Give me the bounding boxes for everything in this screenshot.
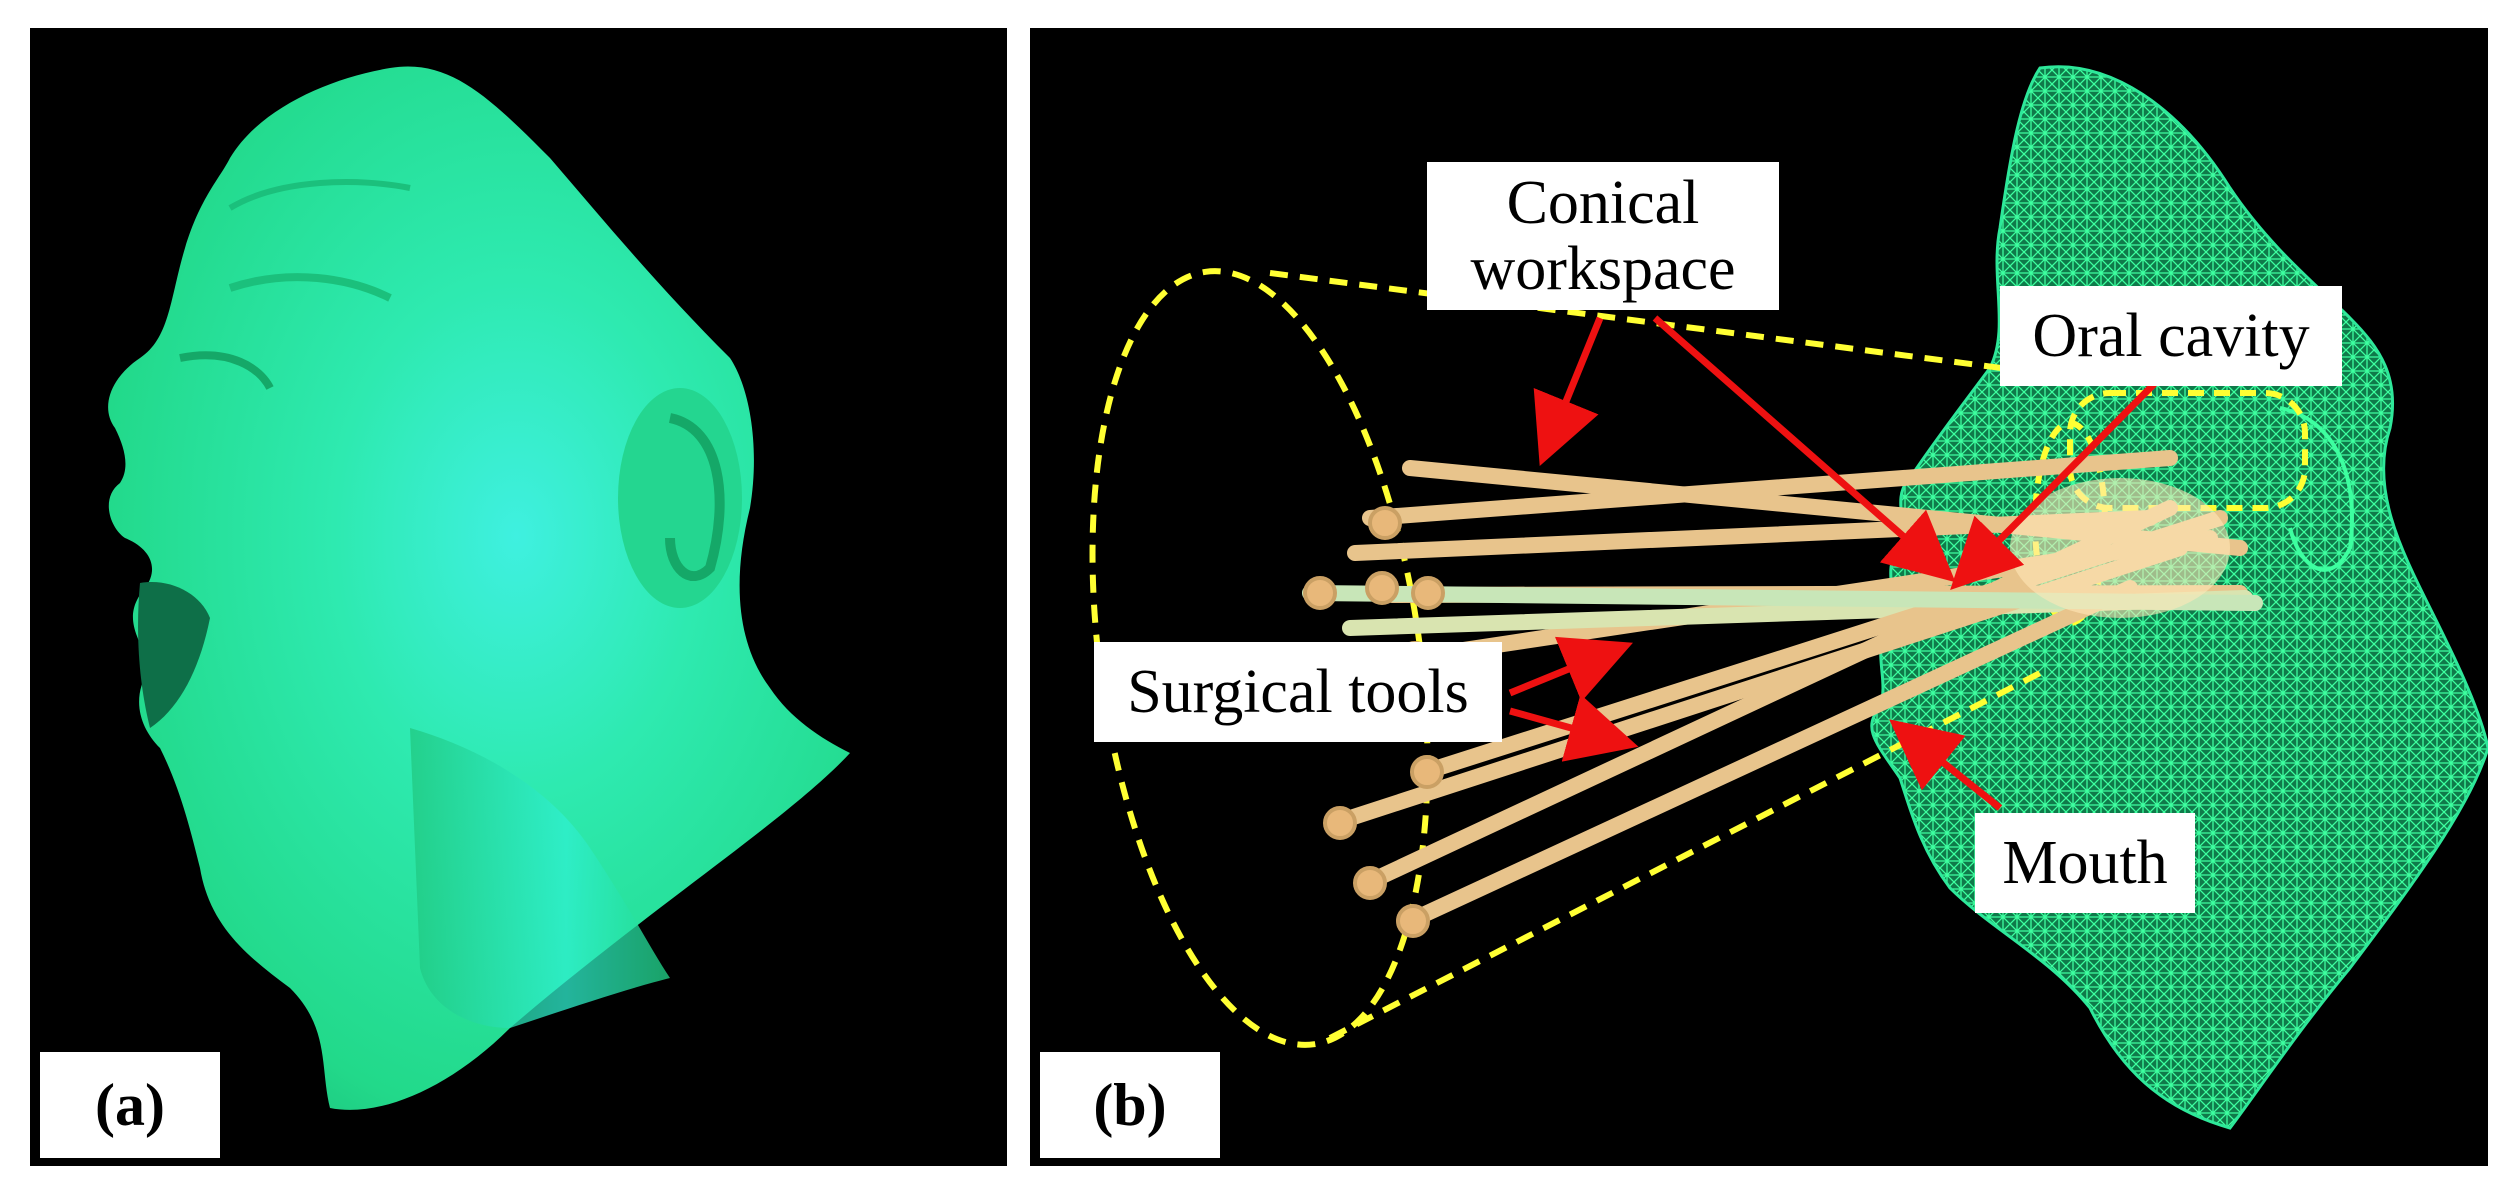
tool-shaft [1402,580,2138,929]
panel-b-label: (b) [1040,1052,1220,1158]
annotation-arrows [1508,315,2158,811]
mouth-text: Mouth [2002,829,2168,897]
arrow-to-oral-cavity [1950,380,2158,590]
conical-workspace-text: Conical workspace [1470,169,1736,303]
open-mouth [138,582,210,728]
panel-a-solid-face-model: (a) [30,28,1007,1166]
panel-a-label-text: (a) [95,1071,165,1138]
panel-b-mesh-workspace: Conical workspace Oral cavity Surgical t… [1030,28,2488,1166]
arrow-to-tool-lower [1509,694,1639,762]
neck-highlight [410,728,670,1028]
panel-b-label-text: (b) [1093,1071,1167,1138]
arrow-to-mouth [1889,719,2003,811]
tool-convergence [2010,478,2230,618]
arrow-to-cone-edge [1533,316,1604,466]
arrow-to-cone-tip [1652,315,1956,583]
oral-cavity-text: Oral cavity [2032,302,2310,370]
face-silhouette [108,66,851,1110]
tool-shaft [1362,450,2178,526]
arrow-to-tool-upper [1508,636,1633,702]
solid-face-render [108,66,851,1110]
oral-cavity-label: Oral cavity [2000,286,2342,386]
panel-a-label: (a) [40,1052,220,1158]
conical-workspace-label: Conical workspace [1427,162,1779,310]
surgical-tools-text: Surgical tools [1127,658,1469,726]
cone-upper-edge [1269,270,2041,376]
mouth-label: Mouth [1975,813,2195,913]
surgical-tools-label: Surgical tools [1094,642,1502,742]
